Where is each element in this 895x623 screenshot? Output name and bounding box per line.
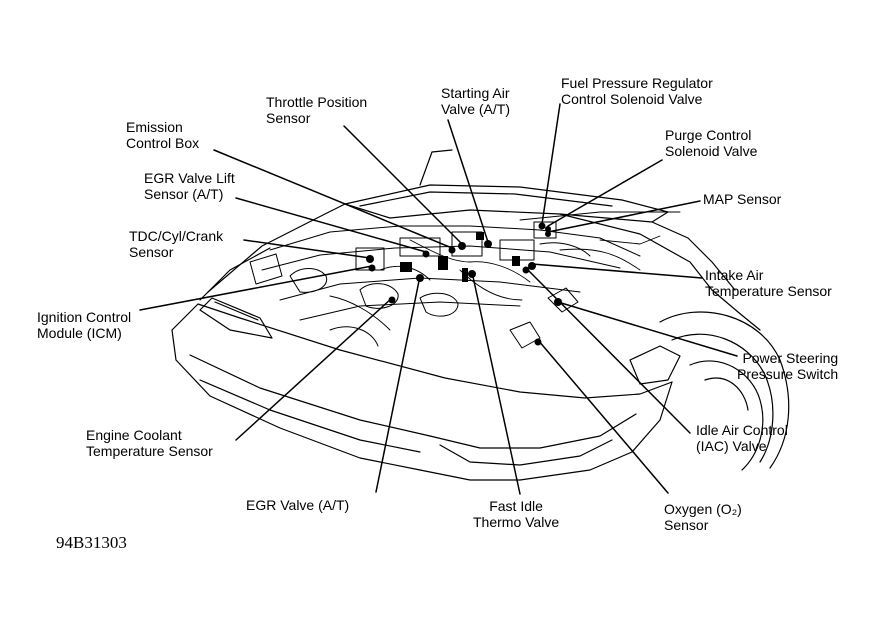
label-oxygen-sensor: Oxygen (O₂)Sensor xyxy=(664,501,742,533)
bumper-outline xyxy=(171,303,673,399)
label-idle-air-control-valve: Idle Air Control(IAC) Valve xyxy=(696,422,788,454)
leader-lines xyxy=(139,103,738,495)
fender-arc xyxy=(659,311,790,469)
headlight-right xyxy=(629,345,681,385)
engine-block xyxy=(249,221,641,349)
body-outline xyxy=(207,203,346,293)
engine-hoses xyxy=(329,211,681,331)
sensor-points xyxy=(366,222,562,346)
wheel-arc xyxy=(689,360,764,471)
figure-code: 94B31303 xyxy=(56,533,127,552)
headlight-left xyxy=(199,297,273,339)
label-egr-valve: EGR Valve (A/T) xyxy=(246,497,350,513)
hood-outline xyxy=(344,184,669,223)
label-map-sensor: MAP Sensor xyxy=(703,191,782,207)
